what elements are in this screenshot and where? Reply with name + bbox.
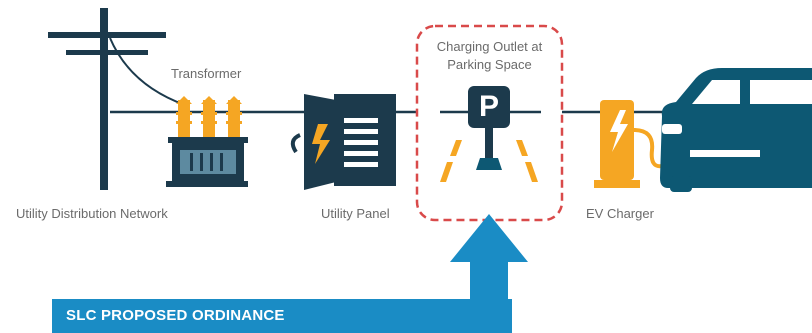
charging-outlet-label-line1: Charging Outlet at — [436, 39, 543, 54]
ev-charger-icon — [594, 100, 663, 188]
ev-charger-label: EV Charger — [586, 206, 654, 221]
ordinance-banner-text: SLC PROPOSED ORDINANCE — [66, 307, 285, 324]
charging-outlet-label-line2: Parking Space — [447, 57, 532, 72]
parking-sign-letter: P — [478, 90, 499, 123]
ordinance-arrow — [450, 214, 528, 333]
transformer-label: Transformer — [171, 66, 242, 81]
utility-pole-icon — [48, 8, 186, 190]
utility-panel-icon — [290, 94, 396, 190]
utility-panel-label: Utility Panel — [321, 206, 390, 221]
utility-network-label: Utility Distribution Network — [16, 206, 168, 221]
car-icon — [660, 68, 812, 192]
ordinance-banner: SLC PROPOSED ORDINANCE — [52, 299, 512, 333]
parking-sign-icon — [440, 86, 541, 182]
transformer-icon — [166, 96, 248, 187]
